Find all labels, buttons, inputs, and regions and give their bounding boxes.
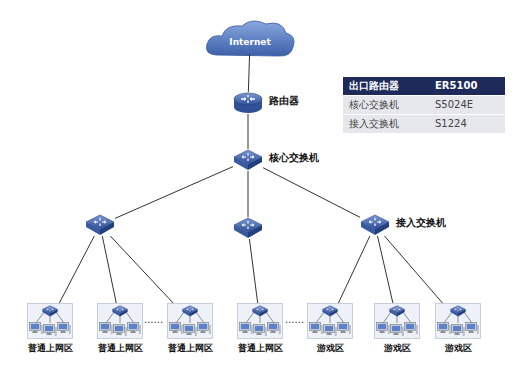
node-label: 核心交换机 xyxy=(269,152,319,164)
switch-icon: 核心交换机 xyxy=(233,149,263,171)
network-link xyxy=(248,114,249,149)
node-label: 接入交换机 xyxy=(396,217,446,229)
network-link xyxy=(249,239,257,303)
network-link xyxy=(102,236,116,303)
node-label: 路由器 xyxy=(269,95,299,107)
node-label: 游戏区 xyxy=(445,343,472,354)
node-label: 普通上网区 xyxy=(168,343,213,354)
ellipsis: ...... xyxy=(285,314,304,325)
network-link xyxy=(248,171,249,217)
network-link xyxy=(385,236,443,303)
ellipsis: ...... xyxy=(144,314,163,325)
switch-icon xyxy=(85,214,115,236)
table-cell: 出口路由器 xyxy=(343,77,429,95)
pc-group: 游戏区 xyxy=(374,303,420,339)
network-link xyxy=(59,236,94,303)
switch-icon xyxy=(233,217,263,239)
pc-group: 普通上网区 xyxy=(97,303,143,339)
network-link xyxy=(110,236,173,303)
network-link xyxy=(263,168,360,218)
table-cell: S1224 xyxy=(429,115,505,133)
table-cell: 核心交换机 xyxy=(343,96,429,114)
pc-group: 游戏区 xyxy=(307,303,353,339)
network-link xyxy=(248,54,249,92)
pc-group: 普通上网区 xyxy=(27,303,73,339)
node-label: 游戏区 xyxy=(317,343,344,354)
node-label: 普通上网区 xyxy=(238,343,283,354)
pc-group: 普通上网区 xyxy=(167,303,213,339)
network-link xyxy=(378,236,393,303)
network-link xyxy=(338,236,369,303)
node-label: 游戏区 xyxy=(384,343,411,354)
table-cell: 接入交换机 xyxy=(343,115,429,133)
network-link xyxy=(115,167,233,219)
node-label: 普通上网区 xyxy=(28,343,73,354)
switch-icon: 接入交换机 xyxy=(360,214,390,236)
router-icon: 路由器 xyxy=(233,92,263,114)
pc-group: 普通上网区 xyxy=(237,303,283,339)
node-label: Internet xyxy=(229,37,270,48)
table-cell: ER5100 xyxy=(429,77,505,95)
table-cell: S5024E xyxy=(429,96,505,114)
pc-group: 游戏区 xyxy=(435,303,481,339)
cloud-node: Internet xyxy=(212,28,288,54)
node-label: 普通上网区 xyxy=(98,343,143,354)
